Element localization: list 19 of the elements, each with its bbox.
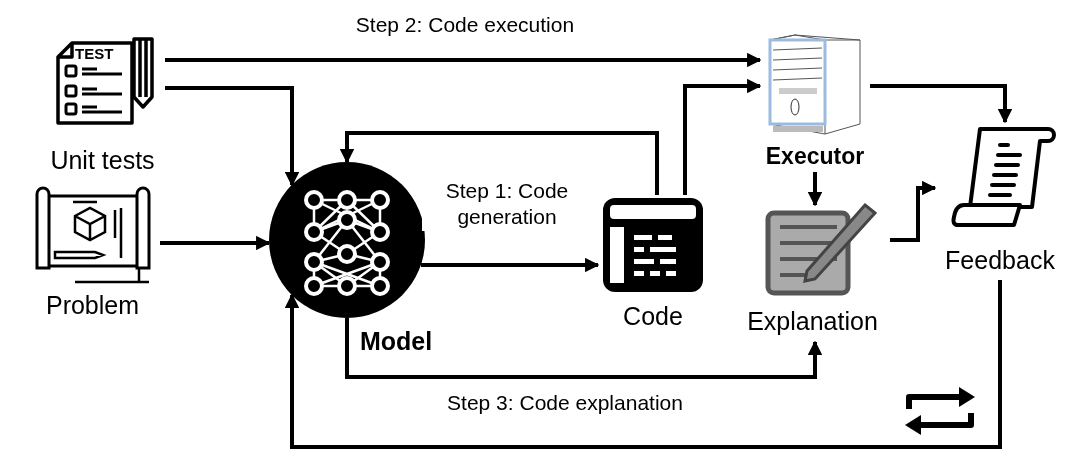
arrow bbox=[870, 84, 1013, 124]
arrow bbox=[807, 172, 823, 207]
node-label: Executor bbox=[764, 144, 866, 170]
arrow bbox=[421, 257, 600, 273]
node-label: Problem bbox=[44, 292, 141, 320]
arrow bbox=[890, 180, 937, 242]
node-label: Explanation bbox=[746, 308, 879, 336]
node-label: Model bbox=[360, 328, 433, 356]
arrow bbox=[160, 235, 271, 251]
arrow bbox=[165, 52, 762, 68]
arrow bbox=[165, 86, 300, 187]
arrow bbox=[683, 78, 762, 195]
arrow bbox=[339, 131, 659, 195]
arrow bbox=[345, 318, 823, 379]
node-label: Unit tests bbox=[49, 147, 156, 175]
node-label: Code bbox=[622, 303, 684, 331]
arrow bbox=[284, 280, 1002, 449]
icon-caption: TEST bbox=[75, 46, 114, 63]
node-label: Feedback bbox=[944, 247, 1056, 275]
